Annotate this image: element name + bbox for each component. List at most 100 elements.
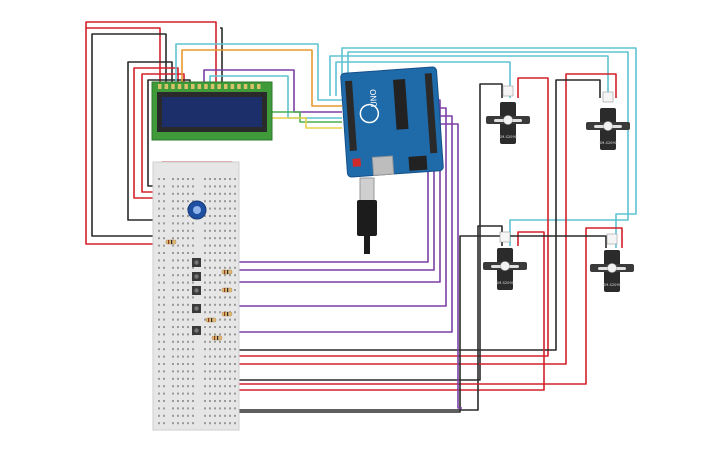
breadboard-hole [187,326,189,328]
breadboard-hole [187,252,189,254]
breadboard-hole [187,178,189,180]
breadboard-hole [209,348,211,351]
breadboard-hole [177,326,179,328]
breadboard-hole [224,178,226,180]
breadboard-hole [163,385,165,388]
servo-4[interactable]: SM-S2090 [590,233,634,292]
breadboard-hole [158,192,160,195]
breadboard-hole [158,259,160,262]
breadboard-hole [204,377,206,380]
breadboard-hole [192,385,194,388]
breadboard-hole [163,400,165,402]
breadboard-hole [192,363,194,365]
breadboard-hole [229,326,231,328]
breadboard-hole [182,207,184,210]
breadboard-hole [229,318,231,321]
breadboard-hole [158,237,160,240]
breadboard-hole [163,289,165,291]
servo-2[interactable]: SM-S2090 [586,91,630,150]
breadboard-hole [192,252,194,254]
pushbutton[interactable] [192,286,201,295]
breadboard-hole [172,318,174,321]
breadboard-hole [172,274,174,277]
breadboard-hole [158,311,160,314]
breadboard-hole [172,281,174,284]
breadboard-hole [229,407,231,410]
breadboard-hole [214,370,216,373]
breadboard-hole [229,207,231,210]
breadboard-hole [192,296,194,299]
breadboard-hole [229,385,231,388]
breadboard-hole [158,215,160,217]
breadboard-hole [229,244,231,247]
pushbutton[interactable] [192,272,201,281]
lcd-display[interactable] [151,81,273,141]
breadboard-hole [177,207,179,210]
breadboard-hole [214,363,216,365]
breadboard-hole [172,392,174,395]
breadboard-hole [177,237,179,240]
breadboard-hole [219,266,221,269]
breadboard-hole [224,333,226,336]
wire-cyan-servo-top-2 [335,61,511,98]
pushbutton[interactable] [192,304,201,313]
breadboard-hole [177,215,179,217]
breadboard-hole [204,252,206,254]
breadboard-hole [234,289,236,291]
breadboard-hole [234,200,236,203]
breadboard-hole [172,289,174,291]
resistor [205,317,217,323]
breadboard-hole [234,259,236,262]
breadboard-hole [163,185,165,188]
breadboard-hole [172,266,174,269]
breadboard-hole [219,385,221,388]
breadboard-hole [172,259,174,262]
breadboard-hole [219,414,221,417]
breadboard-hole [187,259,189,262]
arduino-logo [359,103,380,124]
breadboard-hole [172,377,174,380]
breadboard-hole [172,207,174,210]
breadboard-hole [204,414,206,417]
breadboard-hole [187,244,189,247]
breadboard-hole [234,192,236,195]
pushbutton[interactable] [192,326,201,335]
breadboard-hole [214,289,216,291]
potentiometer[interactable] [187,200,207,220]
breadboard-hole [177,289,179,291]
arduino-board[interactable]: UNO [340,66,444,178]
breadboard[interactable] [152,161,240,431]
breadboard-hole [177,222,179,225]
arduino-chip [393,78,409,130]
breadboard-hole [187,400,189,402]
breadboard-hole [204,222,206,225]
breadboard-hole [182,222,184,225]
breadboard-hole [192,392,194,395]
breadboard-hole [163,355,165,358]
breadboard-hole [204,422,206,425]
breadboard-hole [204,200,206,203]
pushbutton[interactable] [192,258,201,267]
servo-3[interactable]: SM-S2090 [483,231,527,290]
wire-black-servo-4 [230,235,607,413]
breadboard-hole [224,274,226,277]
breadboard-hole [163,303,165,306]
lcd-pin [171,84,175,89]
breadboard-hole [187,237,189,240]
arduino-reset-button[interactable] [352,158,362,167]
breadboard-hole [163,370,165,373]
breadboard-hole [177,252,179,254]
breadboard-hole [187,414,189,417]
breadboard-hole [163,422,165,425]
breadboard-hole [214,414,216,417]
breadboard-hole [224,326,226,328]
breadboard-hole [182,237,184,240]
breadboard-hole [163,311,165,314]
lcd-pin [164,84,169,89]
servo-1[interactable]: SM-S2090 [486,85,530,144]
breadboard-hole [219,281,221,284]
breadboard-hole [158,274,160,277]
breadboard-hole [229,259,231,262]
breadboard-hole [229,237,231,240]
wire-green-lcd-d6 [268,111,342,123]
